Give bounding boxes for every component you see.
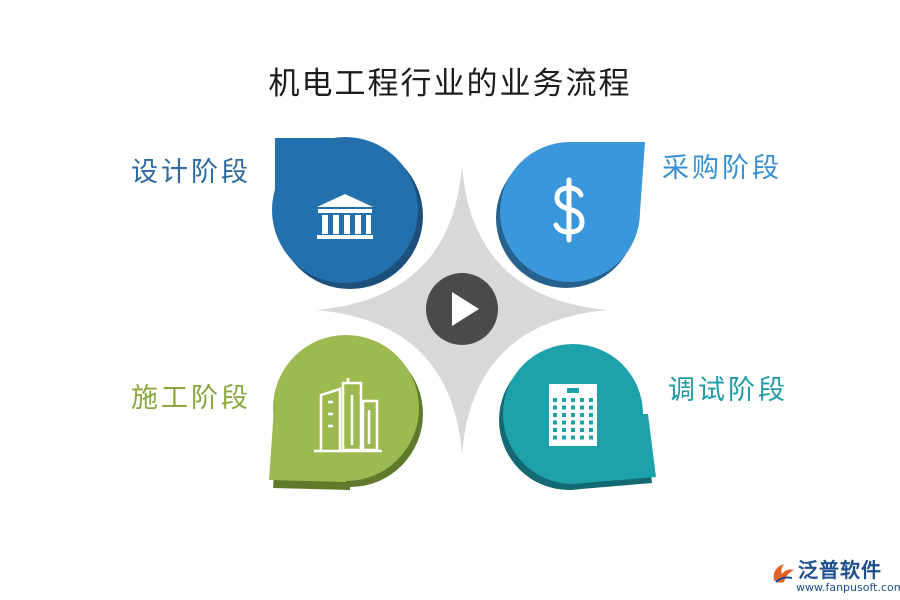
building-window [580, 428, 584, 432]
building-window [571, 398, 575, 402]
building-window [589, 413, 593, 417]
bank-building-icon [317, 194, 373, 239]
building-window [580, 405, 584, 410]
building-window [589, 398, 593, 402]
building-window [553, 405, 557, 410]
page-title: 机电工程行业的业务流程 [268, 66, 632, 102]
brand-url: www.fanpusoft.com [796, 581, 900, 594]
stage-design-label: 设计阶段 [131, 157, 251, 188]
brand-name: 泛普软件 [798, 558, 882, 582]
building-window [553, 413, 557, 417]
building-window [589, 405, 593, 410]
building-window [580, 413, 584, 417]
building-window [589, 435, 593, 440]
building-window [571, 420, 575, 425]
building-window [562, 398, 566, 402]
city-buildings-icon [314, 378, 382, 453]
brand-logo: 泛普软件 www.fanpusoft.com [768, 556, 900, 598]
building-window [553, 435, 557, 440]
building-window [562, 428, 566, 432]
stage-debug-petal[interactable] [499, 344, 656, 490]
stage-debug-label: 调试阶段 [668, 375, 788, 406]
play-icon [452, 292, 479, 326]
building-window [553, 428, 557, 432]
building-window [571, 405, 575, 410]
building-window [562, 405, 566, 410]
building-window [589, 428, 593, 432]
office-building-icon [549, 384, 597, 446]
building-window [580, 435, 584, 440]
stage-build-label: 施工阶段 [131, 383, 251, 414]
building-window [580, 398, 584, 402]
building-window [562, 435, 566, 440]
building-window [589, 420, 593, 425]
building-window [571, 413, 575, 417]
stage-purchase-label: 采购阶段 [662, 153, 782, 184]
building-window [562, 413, 566, 417]
building-window [553, 420, 557, 425]
building-window [562, 420, 566, 425]
building-window [571, 435, 575, 440]
building-window [553, 398, 557, 402]
play-button[interactable] [426, 273, 498, 345]
stage-build-petal[interactable] [269, 335, 423, 490]
building-window [580, 420, 584, 425]
stage-design-petal[interactable] [272, 137, 423, 289]
building-window [571, 428, 575, 432]
brand-logo-icon [773, 564, 794, 583]
stage-purchase-petal[interactable] [496, 142, 645, 288]
dollar-icon [553, 177, 585, 243]
